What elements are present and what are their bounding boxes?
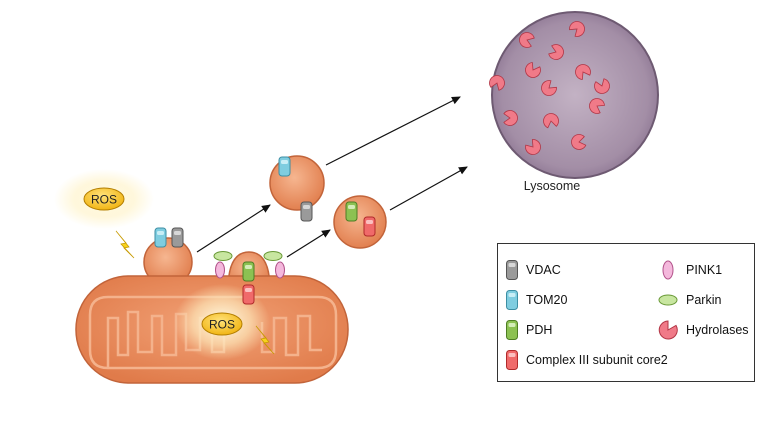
hydrolase-icon bbox=[594, 78, 610, 94]
legend-item-pdh: PDH bbox=[506, 320, 552, 340]
vdac-icon bbox=[506, 260, 518, 280]
parkin-icon bbox=[213, 251, 233, 261]
lysosome bbox=[491, 11, 659, 179]
hydrolase-icon bbox=[541, 80, 557, 96]
hydrolase-icon bbox=[589, 98, 605, 114]
ros-badge-outside: ROS bbox=[83, 187, 125, 211]
legend-item-pink1: PINK1 bbox=[658, 260, 722, 280]
hydrolase-group bbox=[489, 21, 610, 155]
pink1-icon bbox=[275, 261, 285, 279]
tom20-icon bbox=[278, 156, 291, 177]
arrow-vesicle1-to-lysosome bbox=[325, 96, 461, 166]
hydrolase-icon bbox=[525, 139, 541, 155]
complex-iii-icon bbox=[506, 350, 518, 370]
arrow-bud-to-vesicle1 bbox=[196, 204, 271, 253]
legend-item-hydrolases: Hydrolases bbox=[658, 320, 749, 340]
hydrolase-icon bbox=[525, 62, 541, 78]
parkin-icon bbox=[263, 251, 283, 261]
ros-label-inside: ROS bbox=[209, 318, 235, 332]
legend: VDAC TOM20 PDH Complex III subunit core2… bbox=[497, 243, 755, 382]
vdac-icon bbox=[171, 227, 184, 248]
tom20-icon bbox=[506, 290, 518, 310]
hydrolase-icon bbox=[503, 110, 518, 126]
vdac-icon bbox=[300, 201, 313, 222]
hydrolase-icon bbox=[543, 113, 559, 129]
lightning-bolt-icon bbox=[255, 325, 275, 355]
pdh-icon bbox=[345, 201, 358, 222]
legend-label-complex3: Complex III subunit core2 bbox=[526, 353, 668, 367]
hydrolase-icon bbox=[569, 21, 585, 37]
hydrolase-icon bbox=[548, 44, 564, 60]
pink1-icon bbox=[662, 260, 674, 280]
lysosome-label: Lysosome bbox=[524, 179, 581, 193]
pink1-icon bbox=[215, 261, 225, 279]
pdh-icon bbox=[242, 261, 255, 282]
legend-label-vdac: VDAC bbox=[526, 263, 561, 277]
lightning-bolt-icon bbox=[115, 230, 135, 259]
legend-item-vdac: VDAC bbox=[506, 260, 561, 280]
complex-iii-icon bbox=[242, 284, 255, 305]
legend-label-parkin: Parkin bbox=[686, 293, 722, 307]
mitochondrial-derived-vesicle-1 bbox=[269, 155, 325, 211]
legend-item-tom20: TOM20 bbox=[506, 290, 567, 310]
mitochondrial-derived-vesicle-2 bbox=[333, 195, 387, 249]
arrow-vesicle2-to-lysosome bbox=[389, 166, 468, 211]
hydrolase-icon bbox=[571, 134, 587, 150]
legend-label-pink1: PINK1 bbox=[686, 263, 723, 277]
legend-label-pdh: PDH bbox=[526, 323, 553, 337]
legend-label-tom20: TOM20 bbox=[526, 293, 568, 307]
complex-iii-icon bbox=[363, 216, 376, 237]
tom20-icon bbox=[154, 227, 167, 248]
legend-label-hydrolases: Hydrolases bbox=[686, 323, 749, 337]
hydrolase-icon bbox=[575, 64, 591, 80]
hydrolase-icon bbox=[519, 32, 535, 48]
legend-item-parkin: Parkin bbox=[658, 290, 721, 310]
parkin-icon bbox=[658, 294, 678, 306]
ros-label-outside: ROS bbox=[91, 193, 117, 207]
ros-badge-inside: ROS bbox=[201, 312, 243, 336]
arrow-bud-to-vesicle2 bbox=[286, 229, 331, 258]
hydrolase-icon bbox=[658, 320, 678, 340]
pdh-icon bbox=[506, 320, 518, 340]
legend-item-complex3: Complex III subunit core2 bbox=[506, 350, 668, 370]
hydrolase-icon bbox=[489, 75, 505, 91]
